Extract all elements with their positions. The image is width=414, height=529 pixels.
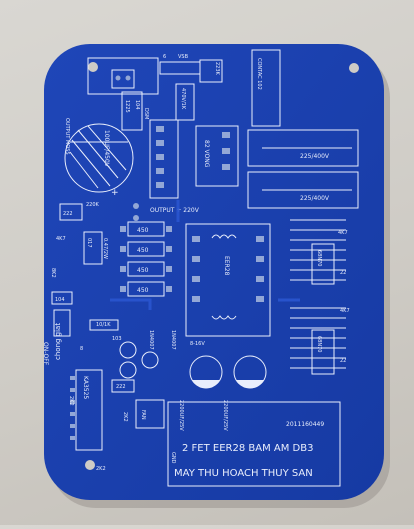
label-450-a: 450 bbox=[137, 227, 149, 234]
title-line-1: 2 FET EER28 BAM AM DB3 bbox=[182, 443, 313, 454]
label-450-b: 450 bbox=[137, 247, 149, 254]
label-mosfet-a: 68N70 bbox=[316, 250, 322, 266]
silk-box bbox=[121, 91, 143, 131]
label-eer28: EER28 bbox=[223, 256, 230, 276]
label-cap-225-bot: 225/400V bbox=[300, 195, 330, 202]
transformer-pads bbox=[192, 236, 264, 302]
label-output-mos: OUTPUT MOSS bbox=[64, 118, 70, 155]
mounting-hole bbox=[349, 63, 359, 73]
silk-box bbox=[311, 243, 335, 285]
label-450-c: 450 bbox=[137, 267, 149, 274]
silk-box bbox=[195, 125, 239, 187]
label-jumper-6: 6 bbox=[163, 54, 166, 60]
transformer-outline bbox=[185, 223, 271, 337]
label-2k2: 2K2 bbox=[68, 396, 74, 406]
mounting-hole bbox=[88, 62, 98, 72]
copper-traces bbox=[110, 200, 300, 310]
label-contac: CONTAC 102 bbox=[256, 58, 262, 90]
label-2k2-c: 2K2 bbox=[122, 412, 128, 422]
plus-mark: + bbox=[111, 188, 119, 198]
label-047: 0.47/2W bbox=[102, 238, 108, 259]
label-jumper-vsb: VSB bbox=[178, 54, 189, 60]
label-cap-2200-b: 2200UF/25V bbox=[222, 400, 228, 431]
label-2k2-b: 2K2 bbox=[96, 466, 106, 472]
label-222-b: 222 bbox=[116, 384, 126, 390]
label-diode-a: 1N4007 bbox=[148, 330, 154, 350]
ic-pads bbox=[70, 376, 75, 440]
label-104-top: 104 bbox=[134, 100, 140, 110]
silk-box bbox=[247, 129, 359, 167]
main-capacitor-outline bbox=[64, 123, 134, 193]
label-22-b: 22 bbox=[340, 358, 346, 364]
label-4k7-right: 4K7 bbox=[338, 230, 348, 236]
silk-box bbox=[251, 49, 281, 127]
silk-box bbox=[51, 291, 73, 305]
label-serial: 2011160449 bbox=[286, 421, 324, 428]
ic-outline bbox=[75, 369, 103, 451]
label-main-cap: 100UF/450V bbox=[103, 130, 110, 168]
label-mosfet-b: 68N70 bbox=[316, 336, 322, 352]
label-chong-giat: chong giat bbox=[54, 323, 62, 360]
label-450-d: 450 bbox=[137, 287, 149, 294]
heatsink-fins-top bbox=[290, 219, 346, 281]
silk-box bbox=[175, 83, 195, 121]
pcb-board bbox=[44, 44, 384, 500]
fan-outline bbox=[135, 399, 165, 429]
heatsink-fins-bottom bbox=[290, 307, 346, 369]
transformer-windings bbox=[211, 234, 237, 320]
label-470v: 470V/1K bbox=[180, 88, 186, 110]
label-ic: KA3525 bbox=[82, 376, 89, 399]
label-4k7: 4K7 bbox=[56, 236, 66, 242]
silk-box bbox=[247, 171, 359, 209]
silk-box bbox=[111, 379, 135, 393]
coil-pads-left bbox=[156, 126, 164, 188]
label-22-a: 22 bbox=[340, 270, 346, 276]
silk-box bbox=[89, 319, 119, 331]
label-fan: FAN bbox=[140, 410, 146, 420]
label-cap-225-top: 225/400V bbox=[300, 153, 330, 160]
label-dsm: DSM bbox=[143, 108, 149, 119]
label-104-left: 104 bbox=[55, 297, 65, 303]
coil-pads-right bbox=[222, 132, 230, 170]
top-left-pads bbox=[111, 69, 135, 89]
label-8k2: 8K2 bbox=[50, 268, 56, 278]
label-r8: 8 bbox=[80, 346, 83, 352]
label-gnd: GND bbox=[170, 452, 176, 464]
silk-box bbox=[87, 57, 159, 95]
title-line-2: MAY THU HOACH THUY SAN bbox=[174, 468, 313, 479]
silk-box bbox=[83, 231, 103, 265]
silk-box bbox=[59, 203, 83, 221]
label-220k: 220K bbox=[86, 202, 100, 208]
label-223k: 223K bbox=[214, 62, 220, 76]
silk-box bbox=[311, 329, 335, 375]
silk-circle bbox=[119, 361, 137, 379]
label-1225: 1225 bbox=[124, 100, 130, 113]
label-017: 017 bbox=[86, 238, 92, 248]
cap-polarity bbox=[192, 380, 220, 389]
silk-box bbox=[199, 59, 223, 83]
label-103: 103 bbox=[112, 336, 122, 342]
label-output-220: OUTPUT + 220V bbox=[150, 207, 200, 214]
title-box bbox=[167, 401, 341, 487]
silk-box bbox=[149, 119, 179, 199]
output-pads bbox=[133, 203, 139, 221]
label-on-off: ON-OFF bbox=[42, 342, 49, 366]
label-zener: 8-16V bbox=[190, 341, 205, 347]
silk-box bbox=[53, 309, 71, 337]
label-10k: 10/1K bbox=[96, 322, 111, 328]
label-82-vong: 82 VONG bbox=[203, 140, 210, 168]
resistor-bank bbox=[120, 221, 172, 297]
cap-polarity bbox=[236, 380, 264, 389]
label-4k7-mid: 4K7 bbox=[340, 308, 350, 314]
label-cap-2200: 2200UF/25V bbox=[178, 400, 184, 431]
silk-circle bbox=[141, 351, 159, 369]
label-diode-b: 1N4007 bbox=[170, 330, 176, 350]
silk-circle bbox=[119, 341, 137, 359]
mounting-hole bbox=[85, 460, 95, 470]
label-222: 222 bbox=[63, 211, 73, 217]
